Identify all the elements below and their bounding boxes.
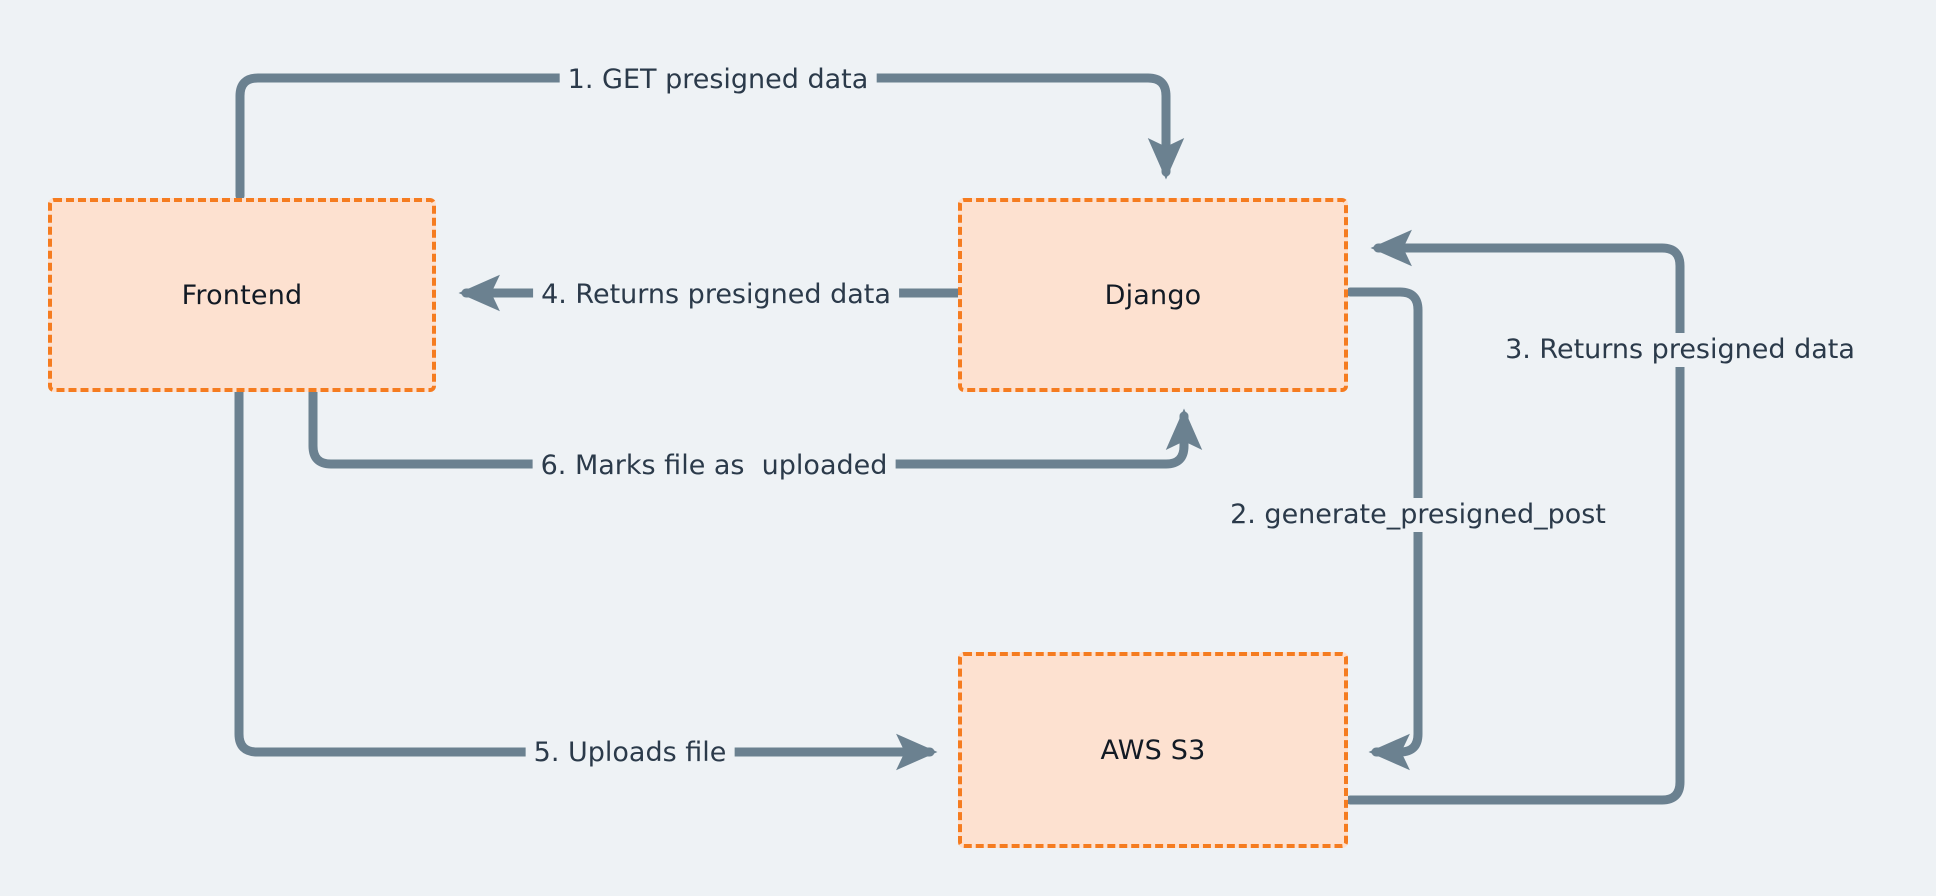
edge-path-3 — [1345, 229, 1685, 805]
edge-label-6: 6. Marks file as uploaded — [532, 449, 896, 483]
edge-path-5 — [234, 387, 938, 771]
node-aws-s3-label: AWS S3 — [1100, 734, 1206, 766]
edge-label-3: 3. Returns presigned data — [1497, 333, 1863, 367]
edge-label-2: 2. generate_presigned_post — [1222, 498, 1614, 532]
edge-label-4: 4. Returns presigned data — [533, 278, 899, 312]
node-django-label: Django — [1104, 279, 1202, 311]
node-django[interactable]: Django — [958, 198, 1348, 392]
edge-label-5: 5. Uploads file — [525, 736, 735, 770]
node-frontend[interactable]: Frontend — [48, 198, 436, 392]
node-frontend-label: Frontend — [181, 279, 303, 311]
node-aws-s3[interactable]: AWS S3 — [958, 652, 1348, 848]
edge-label-1: 1. GET presigned data — [559, 63, 877, 97]
